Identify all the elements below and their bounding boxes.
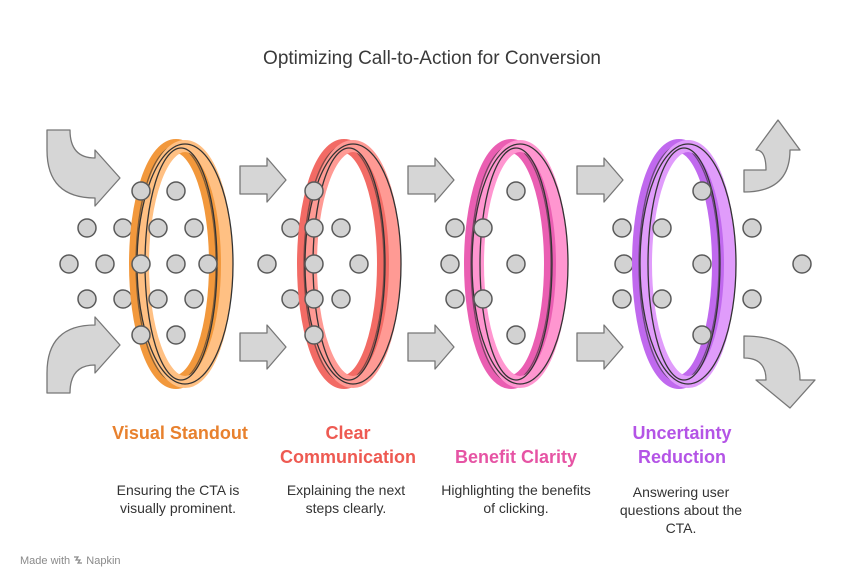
entry-arrow-bottom [46, 316, 121, 394]
flow-arrow-6 [576, 324, 624, 370]
particle-dot-13 [614, 254, 634, 274]
ring-dot-21 [473, 289, 493, 309]
ring-dot-7 [148, 289, 168, 309]
ring-dot-6 [198, 254, 218, 274]
flow-arrow-3 [407, 157, 455, 203]
footer-credit: Made with Napkin [20, 555, 121, 567]
particle-dot-2 [113, 218, 133, 238]
particle-dot-9 [281, 289, 301, 309]
ring-dot-28 [652, 289, 672, 309]
ring-outer-edge-4 [639, 143, 737, 385]
particle-dot-5 [77, 289, 97, 309]
ring-inner-edge-3 [479, 147, 553, 381]
flow-arrow-2 [239, 324, 287, 370]
particle-dot-14 [612, 218, 632, 238]
ring-outer-edge-3 [471, 143, 569, 385]
flow-arrow-5 [576, 157, 624, 203]
flow-arrow-1 [239, 157, 287, 203]
ring-dot-20 [473, 218, 493, 238]
stage-title-visual-standout: Visual Standout [112, 423, 248, 443]
ring-dot-3 [148, 218, 168, 238]
particle-dot-12 [445, 289, 465, 309]
ring-dot-17 [304, 325, 324, 345]
particle-dot-17 [742, 289, 762, 309]
ring-front-3 [472, 140, 568, 388]
particle-dot-18 [792, 254, 812, 274]
ring-inner-edge-4 [647, 147, 721, 381]
made-with-text: Made with [20, 555, 71, 567]
exit-arrow-up [743, 119, 801, 193]
flow-arrow-4 [407, 324, 455, 370]
particle-dot-16 [742, 218, 762, 238]
ring-dot-23 [506, 254, 526, 274]
particle-dot-6 [113, 289, 133, 309]
ring-dot-16 [304, 289, 324, 309]
stage-title-benefit-clarity: Benefit Clarity [454, 447, 578, 467]
particle-dot-15 [612, 289, 632, 309]
ring-dot-11 [184, 289, 204, 309]
particle-dot-1 [77, 218, 97, 238]
stage-desc-uncertainty-reduction: Answering user questions about the CTA. [619, 484, 743, 536]
ring-front-4 [640, 140, 736, 388]
ring-dot-18 [331, 218, 351, 238]
ring-dot-13 [304, 218, 324, 238]
ring-dot-14 [304, 254, 324, 274]
ring-dot-29 [692, 325, 712, 345]
ring-dot-10 [184, 218, 204, 238]
ring-dot-12 [304, 181, 324, 201]
ring-dot-2 [166, 181, 186, 201]
stage-desc-visual-standout: Ensuring the CTA is visually prominent. [116, 482, 240, 516]
ring-inner-edge-2 [312, 147, 386, 381]
ring-dot-22 [506, 181, 526, 201]
ring-dot-27 [692, 254, 712, 274]
particle-dot-4 [95, 254, 115, 274]
particle-dot-3 [59, 254, 79, 274]
ring-dot-9 [166, 325, 186, 345]
ring-dot-19 [331, 289, 351, 309]
ring-dot-15 [349, 254, 369, 274]
diagram-title: Optimizing Call-to-Action for Conversion [263, 48, 601, 69]
stage-title-uncertainty-reduction: Uncertainty Reduction [632, 423, 732, 467]
ring-dot-26 [652, 218, 672, 238]
stage-desc-benefit-clarity: Highlighting the benefits of clicking. [441, 482, 591, 516]
stage-desc-clear-communication: Explaining the next steps clearly. [286, 482, 406, 516]
napkin-brand-text: Napkin [86, 555, 121, 567]
ring-dot-8 [131, 325, 151, 345]
stage-title-clear-communication: Clear Communication [279, 423, 416, 467]
ring-dot-25 [692, 181, 712, 201]
ring-dot-5 [166, 254, 186, 274]
napkin-logo-icon [74, 556, 83, 564]
particle-dot-7 [257, 254, 277, 274]
ring-dot-24 [506, 325, 526, 345]
ring-dot-1 [131, 181, 151, 201]
particle-dot-8 [281, 218, 301, 238]
particle-dot-10 [440, 254, 460, 274]
exit-arrow-down [743, 335, 816, 409]
ring-dot-4 [131, 254, 151, 274]
entry-arrow-top [46, 129, 121, 207]
particle-dot-11 [445, 218, 465, 238]
